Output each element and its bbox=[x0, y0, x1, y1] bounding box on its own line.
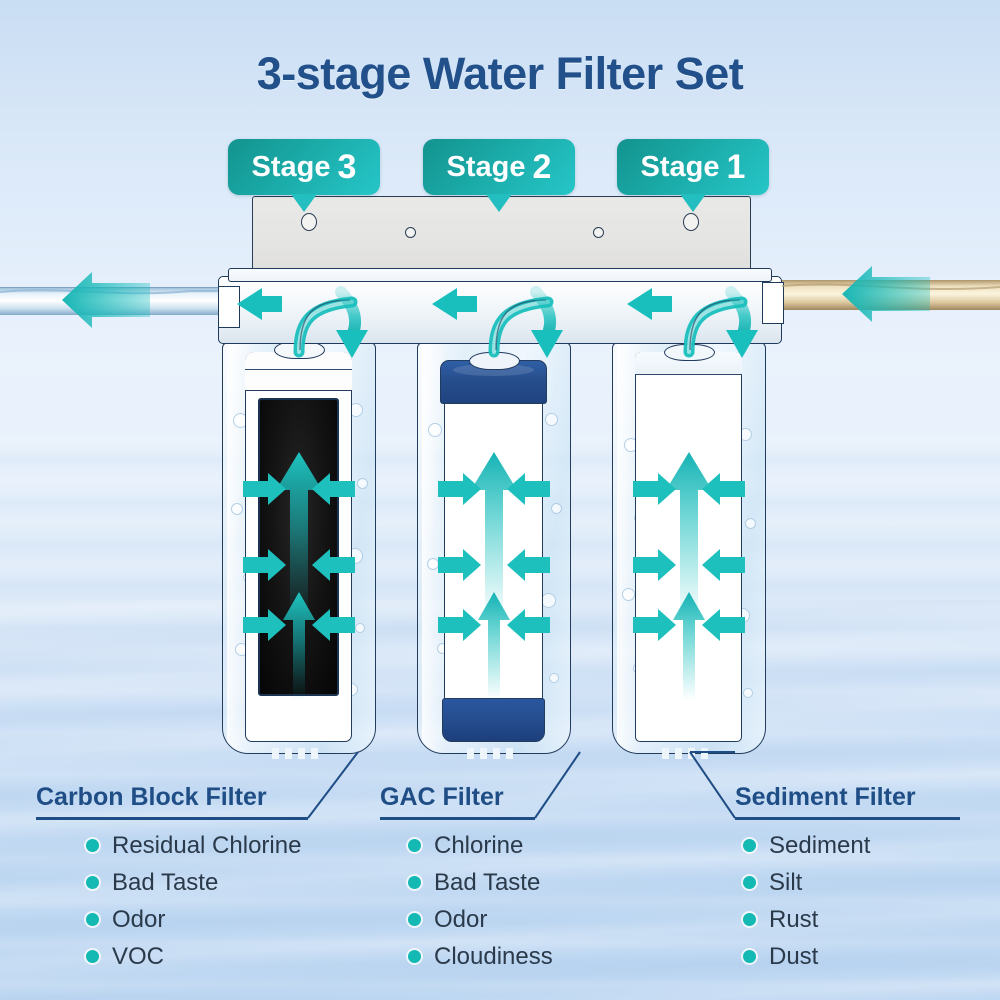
contaminant-list-carbon-block: Residual Chlorine Bad Taste Odor VOC bbox=[86, 832, 308, 971]
label-group-carbon-block: Carbon Block Filter Residual Chlorine Ba… bbox=[36, 783, 308, 980]
list-item: Dust bbox=[743, 943, 960, 971]
label-rule-carbon-block bbox=[36, 817, 308, 820]
bullet-icon bbox=[86, 913, 99, 926]
list-item-label: Residual Chlorine bbox=[112, 831, 302, 859]
list-item-label: VOC bbox=[112, 942, 165, 970]
label-group-gac: GAC Filter Chlorine Bad Taste Odor Cloud… bbox=[380, 783, 553, 980]
stage-badge-2[interactable]: Stage 2 bbox=[423, 139, 575, 212]
bracket-hole-right bbox=[683, 213, 699, 231]
cartridge-carbon-block bbox=[245, 341, 352, 742]
list-item: Silt bbox=[743, 869, 960, 897]
bracket-hole-left bbox=[301, 213, 317, 231]
cartridge-neck-gac bbox=[469, 352, 520, 370]
bullet-icon bbox=[408, 950, 421, 963]
list-item-label: Odor bbox=[112, 905, 166, 933]
manifold-outlet-port bbox=[218, 286, 240, 328]
label-title-carbon-block: Carbon Block Filter bbox=[36, 783, 267, 811]
stage-badge-3-label: Stage bbox=[251, 150, 331, 183]
stage-badge-2-number: 2 bbox=[532, 147, 552, 186]
list-item-label: Chlorine bbox=[434, 831, 524, 859]
label-rule-sediment bbox=[735, 817, 960, 820]
stage-badge-1[interactable]: Stage 1 bbox=[617, 139, 769, 212]
bullet-icon bbox=[408, 913, 421, 926]
carbon-block-core bbox=[258, 398, 339, 696]
list-item: Odor bbox=[86, 906, 308, 934]
filter-manifold-head bbox=[218, 276, 782, 344]
list-item-label: Sediment bbox=[769, 831, 871, 859]
list-item-label: Bad Taste bbox=[112, 868, 219, 896]
mounting-bracket bbox=[252, 196, 751, 277]
bullet-icon bbox=[743, 913, 756, 926]
list-item-label: Cloudiness bbox=[434, 942, 553, 970]
list-item: VOC bbox=[86, 943, 308, 971]
list-item: Sediment bbox=[743, 832, 960, 860]
list-item-label: Rust bbox=[769, 905, 819, 933]
list-item: Residual Chlorine bbox=[86, 832, 308, 860]
filter-manifold-cap bbox=[228, 268, 772, 282]
housing-foot-notch-sediment bbox=[662, 748, 714, 759]
housing-foot-notch-gac bbox=[467, 748, 519, 759]
housing-foot-notch-carbon bbox=[272, 748, 324, 759]
bullet-icon bbox=[86, 839, 99, 852]
stage-badge-3-number: 3 bbox=[337, 147, 357, 186]
stage-badge-1-label: Stage bbox=[640, 150, 720, 183]
cartridge-gac bbox=[440, 352, 547, 742]
stage-badge-1-number: 1 bbox=[726, 147, 746, 186]
list-item-label: Dust bbox=[769, 942, 819, 970]
list-item-label: Silt bbox=[769, 868, 803, 896]
dirty-water-inlet-pipe bbox=[750, 280, 1000, 310]
list-item-label: Bad Taste bbox=[434, 868, 541, 896]
contaminant-list-sediment: Sediment Silt Rust Dust bbox=[743, 832, 960, 971]
list-item-label: Odor bbox=[434, 905, 488, 933]
list-item: Cloudiness bbox=[408, 943, 553, 971]
contaminant-list-gac: Chlorine Bad Taste Odor Cloudiness bbox=[408, 832, 553, 971]
list-item: Rust bbox=[743, 906, 960, 934]
cartridge-sediment bbox=[635, 344, 742, 742]
list-item: Bad Taste bbox=[86, 869, 308, 897]
bullet-icon bbox=[86, 950, 99, 963]
bullet-icon bbox=[743, 950, 756, 963]
bracket-hole-mid-right bbox=[593, 227, 604, 238]
gac-bottom-cap bbox=[442, 698, 545, 742]
bullet-icon bbox=[86, 876, 99, 889]
bracket-hole-mid-left bbox=[405, 227, 416, 238]
bullet-icon bbox=[743, 876, 756, 889]
bullet-icon bbox=[408, 876, 421, 889]
stage-badge-3[interactable]: Stage 3 bbox=[228, 139, 380, 212]
list-item: Odor bbox=[408, 906, 553, 934]
list-item: Chlorine bbox=[408, 832, 553, 860]
manifold-inlet-port bbox=[762, 282, 784, 324]
label-title-sediment: Sediment Filter bbox=[735, 783, 916, 811]
bullet-icon bbox=[743, 839, 756, 852]
label-title-gac: GAC Filter bbox=[380, 783, 504, 811]
label-rule-gac bbox=[380, 817, 535, 820]
cartridge-neck-sediment bbox=[664, 344, 715, 361]
stage-badge-2-label: Stage bbox=[446, 150, 526, 183]
bullet-icon bbox=[408, 839, 421, 852]
page-title: 3-stage Water Filter Set bbox=[256, 48, 744, 99]
label-group-sediment: Sediment Filter Sediment Silt Rust Dust bbox=[735, 783, 960, 980]
list-item: Bad Taste bbox=[408, 869, 553, 897]
